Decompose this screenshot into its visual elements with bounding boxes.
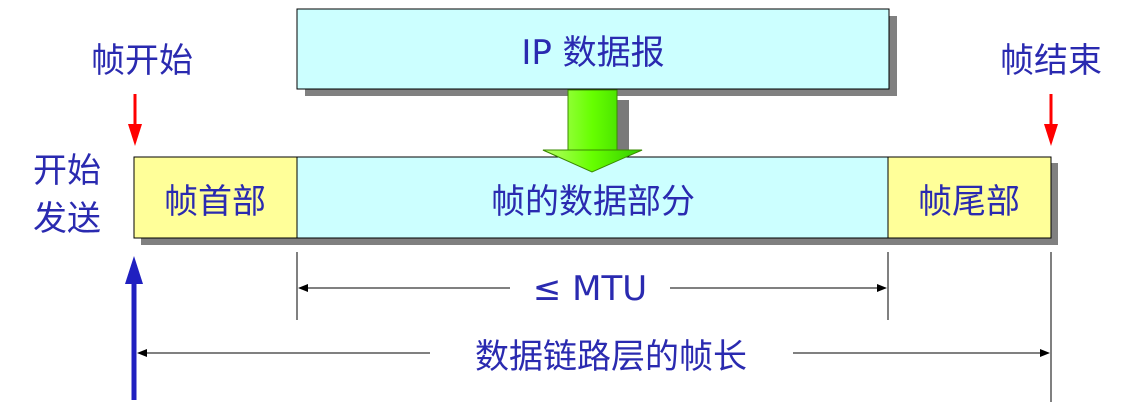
- start-send-label-line1: 开始: [33, 151, 101, 191]
- frame-header-label: 帧首部: [164, 182, 266, 222]
- frame-trailer-label: 帧尾部: [918, 182, 1020, 222]
- ip-datagram-label: IP 数据报: [521, 33, 664, 73]
- frame-data-box: 帧的数据部分: [296, 156, 889, 239]
- frame-start-arrow-icon: [128, 94, 142, 146]
- frame-end-arrow-icon: [1044, 94, 1058, 146]
- send-direction-arrow-icon: [125, 256, 143, 400]
- frame-length-dimension: 数据链路层的帧长: [137, 337, 1050, 377]
- frame-trailer-box: 帧尾部: [887, 156, 1052, 239]
- frame-data-label: 帧的数据部分: [491, 182, 695, 222]
- frame-header-box: 帧首部: [133, 156, 298, 239]
- mtu-label: ≤ MTU: [533, 269, 647, 309]
- encapsulation-arrow-tip: [542, 149, 643, 173]
- frame-start-label: 帧开始: [91, 41, 193, 81]
- frame-end-label: 帧结束: [1000, 41, 1102, 81]
- mtu-dimension: ≤ MTU: [298, 269, 887, 309]
- ip-datagram-box: IP 数据报: [296, 8, 897, 96]
- start-send-label-line2: 发送: [33, 199, 101, 239]
- guide-lines: [296, 252, 1052, 402]
- frame-length-label: 数据链路层的帧长: [475, 337, 747, 377]
